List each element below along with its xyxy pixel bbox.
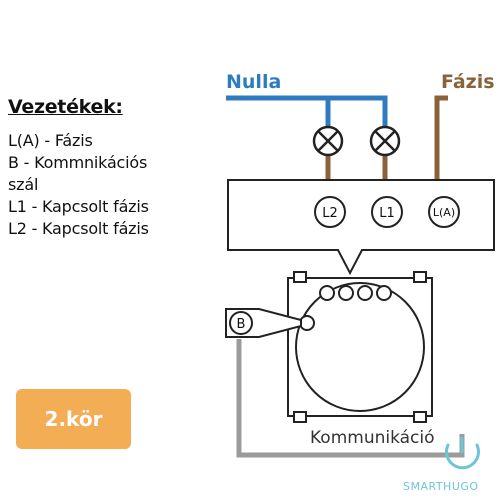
brand-logo: SMARTHUGO	[403, 480, 479, 493]
power-icon	[445, 436, 480, 470]
terminal-l2-label: L2	[322, 206, 338, 221]
legend-item: B - Kommnikációs	[8, 153, 148, 172]
legend-item: L2 - Kapcsolt fázis	[8, 219, 149, 238]
phase-wire	[434, 95, 448, 198]
terminal-b: B	[229, 311, 253, 335]
terminal-callout	[227, 179, 495, 276]
legend-item: szál	[8, 175, 39, 194]
wire-legend: Vezetékek: L(A) - Fázis B - Kommnikációs…	[8, 96, 238, 240]
legend-item: L1 - Kapcsolt fázis	[8, 197, 149, 216]
lamp-icon	[312, 125, 344, 157]
switch-module	[287, 271, 433, 423]
terminal-l1-label: L1	[379, 206, 395, 221]
phase-label: Fázis	[441, 71, 495, 93]
terminal-la-label: L(A)	[433, 206, 455, 219]
circuit-badge: 2.kör	[16, 389, 131, 449]
terminal-l1: L1	[371, 196, 403, 228]
legend-title: Vezetékek:	[8, 96, 123, 118]
neutral-wire	[226, 95, 388, 128]
terminal-la: L(A)	[428, 196, 460, 228]
terminal-l2: L2	[314, 196, 346, 228]
terminal-b-label: B	[237, 317, 246, 332]
legend-item: L(A) - Fázis	[8, 131, 93, 150]
circuit-badge-label: 2.kör	[44, 407, 103, 431]
lamp-icon	[369, 125, 401, 157]
communication-label: Kommunikáció	[310, 428, 435, 448]
neutral-label: Nulla	[226, 71, 281, 93]
